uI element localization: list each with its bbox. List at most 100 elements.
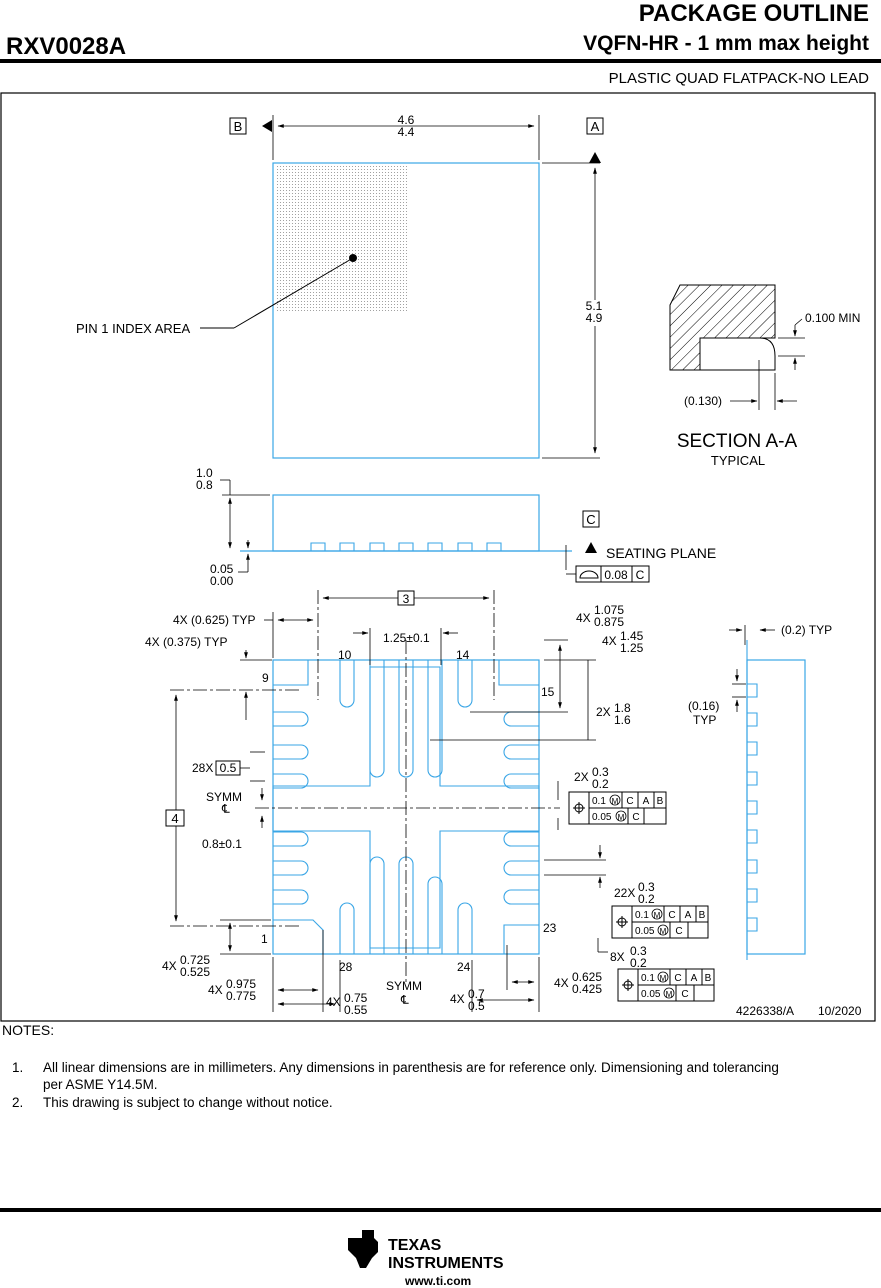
datum-a-box (586, 117, 604, 135)
position-tolerance-frame-1: 0.1 M C A B 0.05 M C (568, 791, 667, 825)
pin-1: 1 (261, 932, 268, 946)
centerline-bottom-icon: ℄ (400, 993, 409, 1007)
dim-3: 3 (403, 592, 410, 606)
dim-3-box (397, 590, 415, 606)
d03-c: 0.3 (630, 944, 647, 958)
svg-text:C: C (674, 973, 681, 984)
d0775: 0.775 (226, 989, 256, 1003)
d02-c: 0.2 (630, 956, 647, 970)
pin-10: 10 (338, 648, 352, 662)
footer-rule (0, 1208, 881, 1212)
header-rule (0, 59, 881, 63)
ti-logo-line1: TEXAS (388, 1237, 442, 1254)
svg-text:0.1: 0.1 (592, 796, 606, 807)
svg-text:M: M (660, 927, 667, 936)
mult-4x-d: 4X (208, 983, 223, 997)
mult-8x: 8X (610, 950, 625, 964)
svg-text:0.05: 0.05 (641, 989, 661, 1000)
svg-text:B: B (657, 796, 664, 807)
svg-text:M: M (618, 813, 625, 822)
note-2-number: 2. (12, 1095, 24, 1110)
d0725: 0.725 (180, 953, 210, 967)
thermal-pad (272, 666, 540, 949)
mult-4x-e: 4X (326, 995, 341, 1009)
d0425: 0.425 (572, 982, 602, 996)
pin1-index-area (276, 166, 407, 311)
d03-a: 0.3 (592, 765, 609, 779)
dim-08: 0.8±0.1 (202, 837, 242, 851)
bottom-view: 9 10 14 15 1 28 24 23 3 4X (0.625) TYP 4… (145, 590, 715, 1017)
svg-text:C: C (668, 910, 675, 921)
typ-0375: 4X (0.375) TYP (145, 635, 228, 649)
ti-logo-icon (348, 1230, 378, 1268)
d125: 1.25 (620, 641, 644, 655)
d0625: 0.625 (572, 970, 602, 984)
svg-text:A: A (691, 973, 698, 984)
width-max: 4.6 (398, 113, 415, 127)
svg-text:C: C (632, 812, 639, 823)
datum-a: A (591, 119, 600, 134)
mult-4x-b: 4X (602, 634, 617, 648)
note-1-text: All linear dimensions are in millimeters… (43, 1060, 779, 1075)
ti-url[interactable]: www.ti.com (405, 1274, 472, 1288)
length-min: 4.9 (586, 311, 603, 325)
svg-text:0.05: 0.05 (635, 926, 655, 937)
note-2-text: This drawing is subject to change withou… (43, 1095, 333, 1110)
drawing-number: 4226338/A (736, 1004, 794, 1018)
d16: 1.6 (614, 713, 631, 727)
standoff-max: 0.05 (210, 562, 234, 576)
position-tolerance-frame-2: 0.1 M C A B 0.05 M C (611, 905, 709, 939)
d0975: 0.975 (226, 977, 256, 991)
datum-c-box (582, 510, 600, 528)
side-view: 1.0 0.8 0.05 0.00 C SEATING PLANE 0.08 C (196, 466, 716, 588)
dim-125: 1.25±0.1 (383, 631, 430, 645)
dim-4-box (165, 809, 185, 827)
typ-016: (0.16) (688, 699, 719, 713)
top-view: PIN 1 INDEX AREA 4.6 4.4 B A 5.1 4.9 (76, 113, 604, 459)
d02-b: 0.2 (638, 892, 655, 906)
flatness-datum: C (636, 568, 645, 582)
pin1-label: PIN 1 INDEX AREA (76, 321, 190, 336)
mult-2x-b: 2X (574, 770, 589, 784)
d02-a: 0.2 (592, 777, 609, 791)
svg-text:M: M (660, 974, 667, 983)
note-1-text-cont: per ASME Y14.5M. (43, 1077, 158, 1092)
standoff-min: 0.00 (210, 574, 234, 588)
position-tolerance-frame-3: 0.1 M C A B 0.05 M C (617, 968, 715, 1002)
svg-text:B: B (699, 910, 706, 921)
notes-heading: NOTES: (2, 1022, 55, 1038)
flatness-frame (575, 565, 650, 583)
datum-c: C (586, 512, 595, 527)
dim-4: 4 (171, 811, 178, 826)
section-ref: (0.130) (684, 394, 722, 408)
pin-24: 24 (457, 960, 471, 974)
svg-text:A: A (685, 910, 692, 921)
flatness-symbol-icon (579, 570, 599, 579)
page-title: PACKAGE OUTLINE (638, 0, 869, 27)
d1075: 1.075 (594, 603, 624, 617)
mult-2x-a: 2X (596, 705, 611, 719)
svg-text:A: A (643, 796, 650, 807)
mult-4x-c: 4X (162, 959, 177, 973)
svg-text:C: C (675, 926, 682, 937)
section-min: 0.100 MIN (805, 311, 860, 325)
typ-016-label: TYP (693, 713, 716, 727)
d0875: 0.875 (594, 615, 624, 629)
svg-text:C: C (626, 796, 633, 807)
mult-4x-g: 4X (554, 976, 569, 990)
typ-02: (0.2) TYP (781, 623, 832, 637)
d0525: 0.525 (180, 965, 210, 979)
part-number: RXV0028A (6, 33, 127, 60)
datum-b-box (229, 117, 247, 135)
datum-b: B (234, 119, 243, 134)
height-max: 1.0 (196, 466, 213, 480)
right-side-view: (0.2) TYP (0.16) TYP (688, 623, 832, 960)
height-min: 0.8 (196, 478, 213, 492)
mult-4x-a: 4X (576, 611, 591, 625)
width-min: 4.4 (398, 125, 415, 139)
svg-text:M: M (654, 911, 661, 920)
d05: 0.5 (468, 999, 485, 1013)
svg-text:0.1: 0.1 (635, 910, 649, 921)
svg-text:0.05: 0.05 (592, 812, 612, 823)
d145: 1.45 (620, 629, 644, 643)
